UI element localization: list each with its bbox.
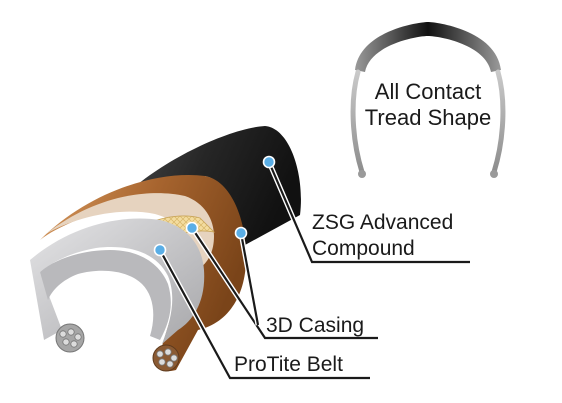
label-compound-line2: Compound — [312, 237, 415, 260]
leader-compound — [267, 161, 470, 264]
leader-casing-a — [191, 227, 378, 340]
label-compound-line1: ZSG Advanced — [312, 211, 453, 234]
tread-sidewall-left — [350, 69, 365, 175]
markers — [153, 155, 276, 257]
marker-casing-outer — [234, 226, 248, 240]
bead-dot-right — [490, 170, 498, 178]
marker-casing-inner — [185, 221, 199, 235]
leader-belt — [159, 249, 370, 380]
label-casing: 3D Casing — [266, 314, 364, 337]
inner-hollow — [40, 250, 171, 340]
leader-casing-b — [239, 232, 260, 326]
bead-left — [55, 323, 85, 353]
bead-right — [152, 344, 180, 372]
casing-light-band — [46, 193, 214, 268]
inset-title-line1: All Contact — [375, 79, 481, 104]
marker-belt — [153, 243, 167, 257]
leader-lines — [157, 161, 470, 381]
bead-dot-left — [358, 170, 366, 178]
tread-shape-inset: All Contact Tread Shape — [350, 22, 506, 178]
inset-title-line2: Tread Shape — [365, 105, 491, 130]
marker-compound — [262, 155, 276, 169]
tread-layer — [120, 126, 301, 245]
tread-sidewall-right — [491, 69, 506, 175]
labels: ZSG Advanced Compound 3D Casing ProTite … — [234, 211, 453, 376]
tread-arc — [355, 22, 501, 72]
label-belt: ProTite Belt — [234, 353, 343, 376]
